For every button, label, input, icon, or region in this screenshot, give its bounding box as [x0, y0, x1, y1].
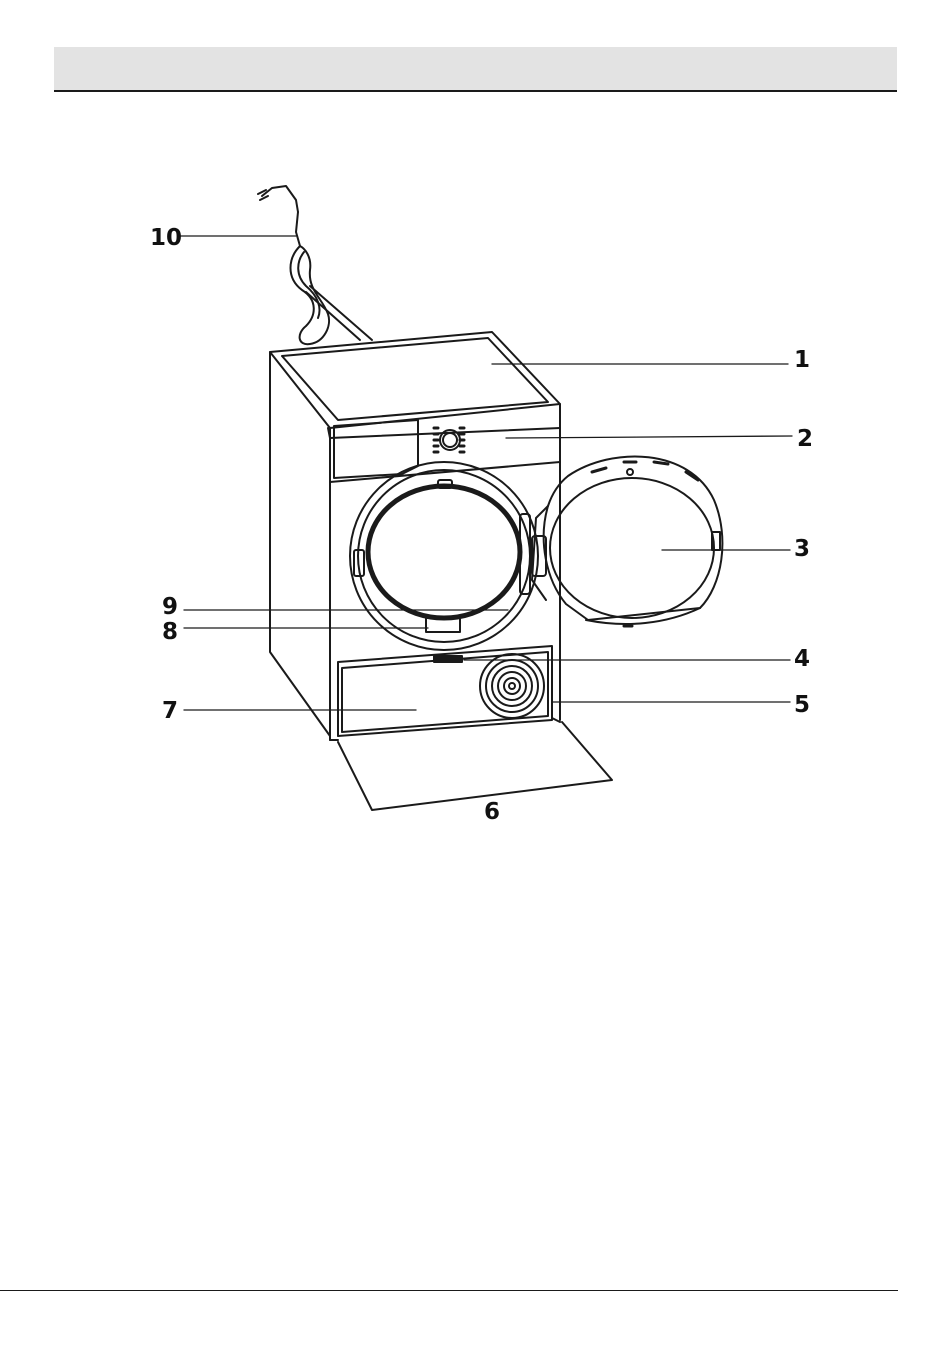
- control-panel: [330, 420, 560, 482]
- callout-6: 6: [484, 799, 500, 825]
- grill: [480, 654, 544, 718]
- callout-2: 2: [797, 426, 813, 452]
- callout-7: 7: [162, 698, 178, 724]
- callout-9: 9: [162, 594, 178, 620]
- cabinet: [270, 352, 560, 740]
- footprint: [338, 722, 612, 810]
- door-opening: [350, 462, 538, 650]
- top-panel: [270, 332, 560, 438]
- callout-1: 1: [794, 347, 810, 373]
- callout-3: 3: [794, 536, 810, 562]
- callout-8: 8: [162, 619, 178, 645]
- callout-5: 5: [794, 692, 810, 718]
- callout-4: 4: [794, 646, 810, 672]
- callout-10: 10: [150, 225, 182, 251]
- power-cord: [258, 186, 372, 344]
